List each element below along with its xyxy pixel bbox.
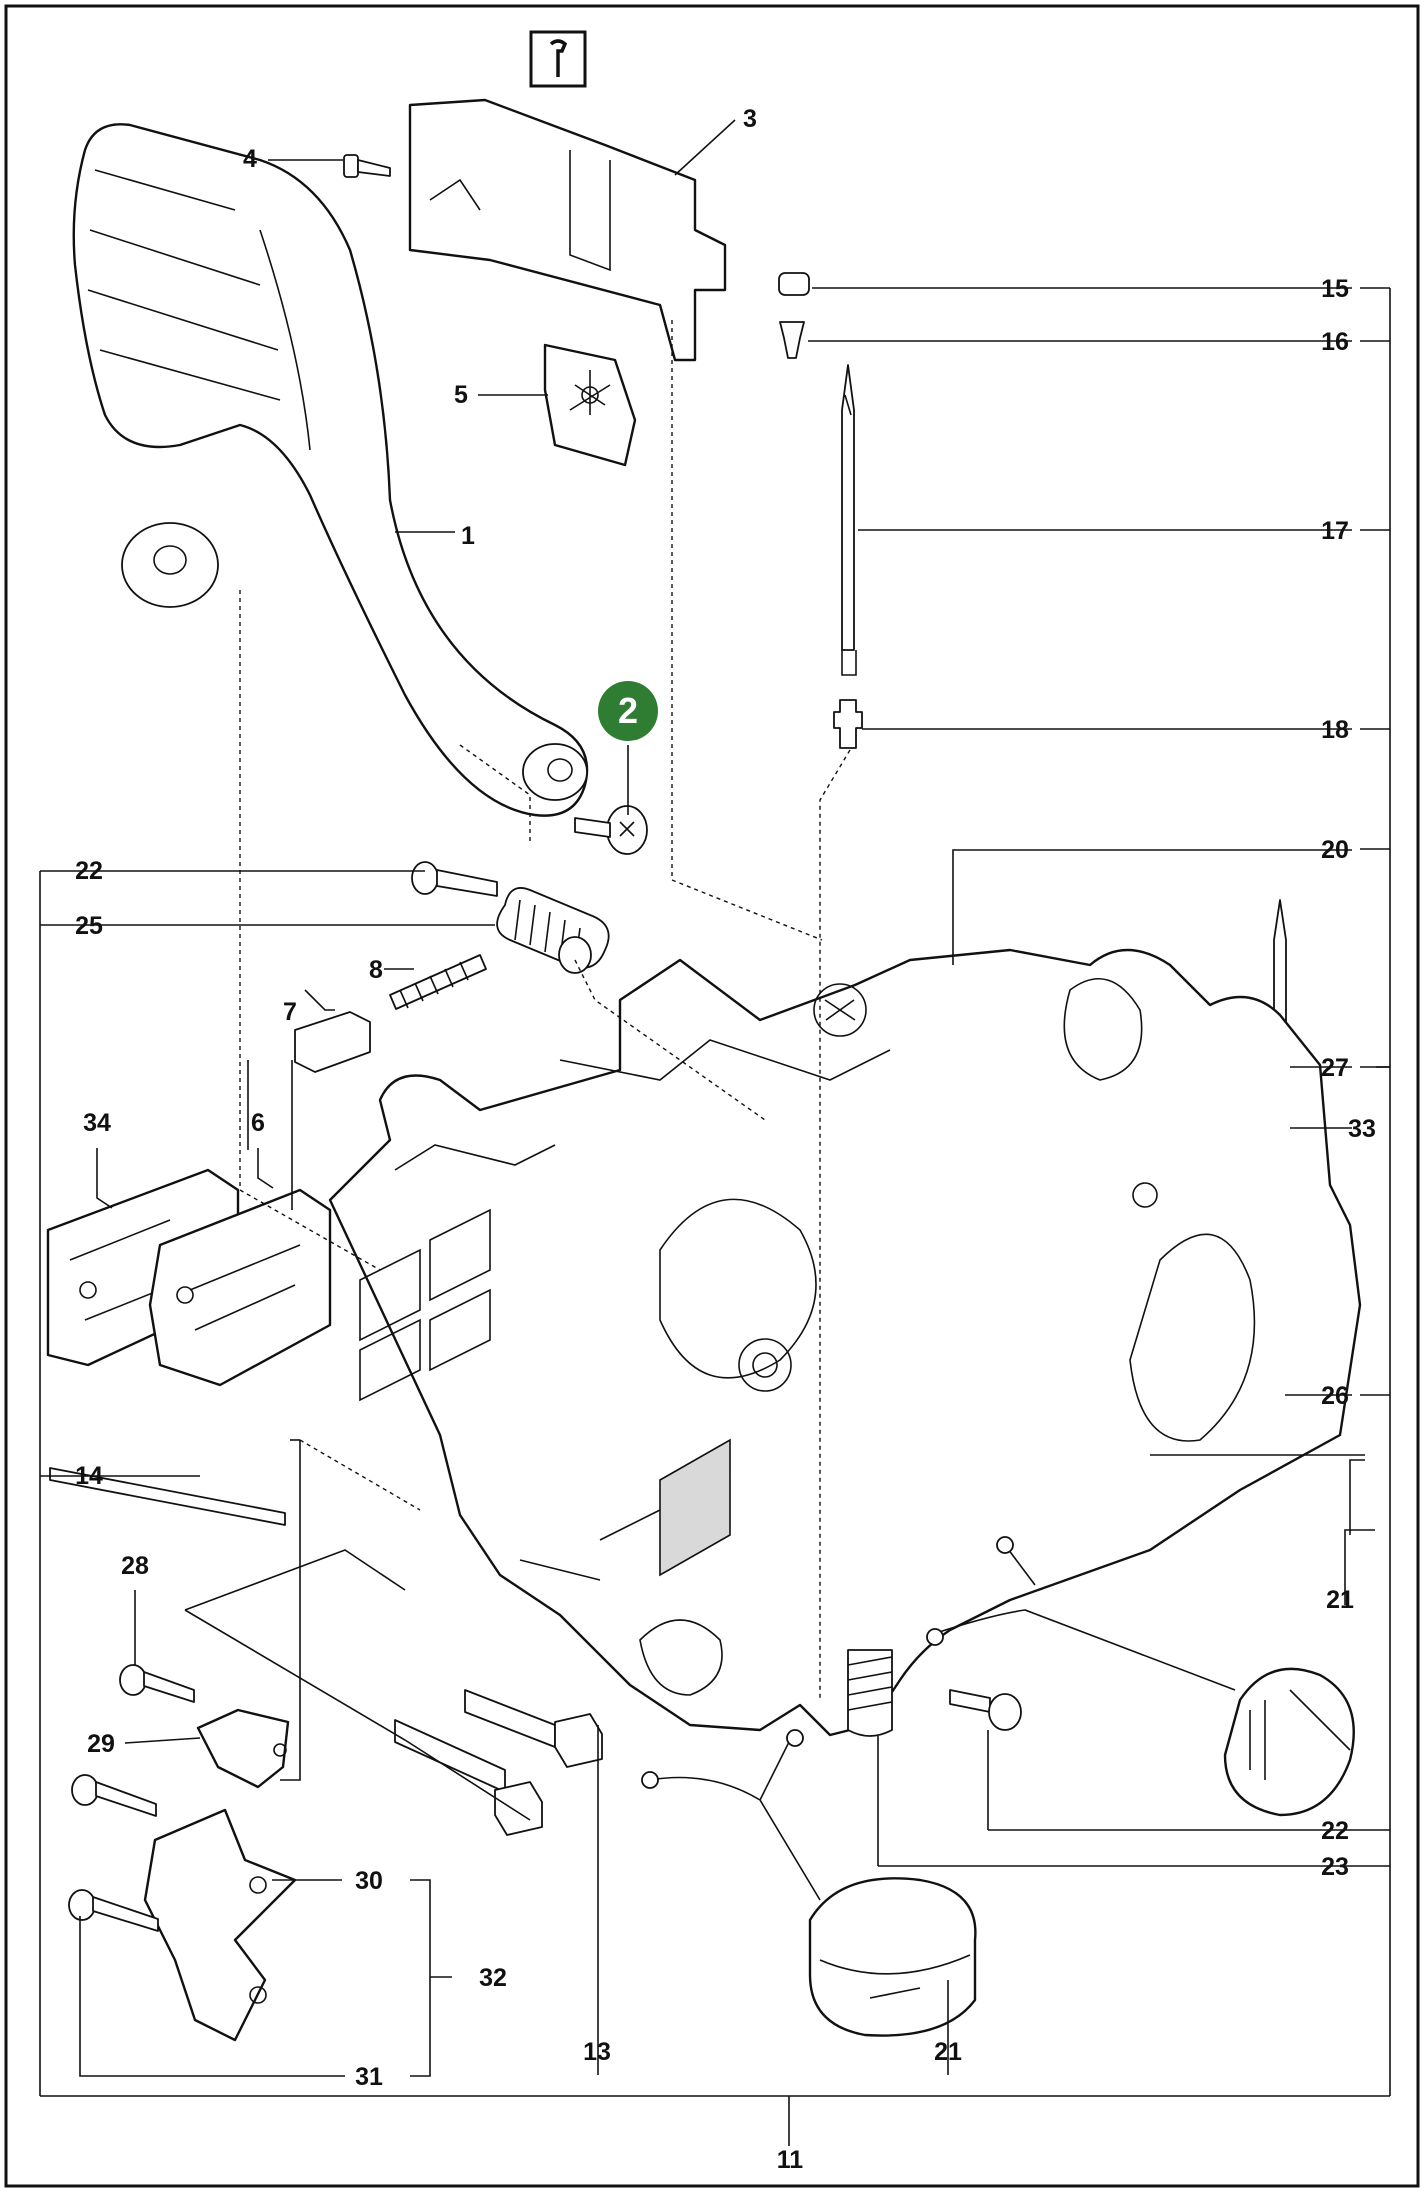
callout-1: 1 — [461, 522, 475, 550]
part-screw-2 — [574, 805, 648, 855]
callout-31: 31 — [355, 2063, 383, 2091]
callout-15: 15 — [1321, 275, 1349, 303]
callout-28: 28 — [121, 1552, 149, 1580]
part-filter-pad — [543, 343, 637, 467]
part-hose-17 — [841, 364, 857, 676]
callout-8: 8 — [369, 956, 383, 984]
callout-18: 18 — [1321, 716, 1349, 744]
callout-4: 4 — [243, 145, 257, 173]
leader-lines — [39, 119, 1391, 2146]
callout-21-bottom: 21 — [934, 2038, 962, 2066]
callout-14: 14 — [75, 1462, 103, 1490]
part-crankcase-11 — [328, 948, 1362, 1737]
callout-11: 11 — [777, 2146, 804, 2174]
part-bolts-13 — [394, 1689, 603, 1836]
step-badge: 2 — [598, 681, 658, 741]
part-connector-18 — [833, 699, 863, 749]
callout-26: 26 — [1321, 1382, 1349, 1410]
callout-13: 13 — [583, 2038, 611, 2066]
callout-labels: 1 3 4 5 6 7 8 11 13 14 15 16 17 18 20 21… — [75, 105, 1376, 2174]
callout-16: 16 — [1321, 328, 1349, 356]
part-cover-plate — [408, 98, 727, 362]
part-screw-4 — [343, 154, 391, 178]
step-badge-label: 2 — [618, 690, 638, 731]
callout-23: 23 — [1321, 1853, 1349, 1881]
callout-33: 33 — [1348, 1115, 1376, 1143]
callout-22-lower: 22 — [1321, 1817, 1349, 1845]
part-screw-22-top — [411, 861, 498, 897]
callout-30: 30 — [355, 1867, 383, 1895]
part-spring-23 — [847, 1649, 893, 1737]
callout-22-top: 22 — [75, 857, 103, 885]
callout-6: 6 — [251, 1109, 265, 1137]
part-valve-16 — [779, 321, 805, 359]
part-cap-15 — [778, 272, 810, 296]
callout-3: 3 — [743, 105, 757, 133]
part-chain-brake-handle — [72, 123, 589, 817]
part-pad-7 — [294, 1011, 371, 1073]
callout-5: 5 — [454, 381, 468, 409]
part-spring-25 — [496, 887, 610, 974]
page-frame — [4, 4, 1420, 2188]
part-spike-plate — [68, 1774, 297, 2042]
part-spring-8 — [389, 954, 487, 1010]
callout-21-right: 21 — [1326, 1586, 1354, 1614]
part-oil-cap-21-right — [926, 1536, 1355, 1817]
part-screw-28 — [119, 1664, 195, 1703]
part-catcher-29 — [196, 1708, 290, 1789]
callout-20: 20 — [1321, 836, 1349, 864]
callout-27: 27 — [1321, 1054, 1349, 1082]
callout-34: 34 — [83, 1109, 111, 1137]
dashed-guides — [239, 320, 851, 1700]
callout-17: 17 — [1321, 517, 1349, 545]
part-plate-6 — [148, 1188, 332, 1387]
part-fuel-cap-21-bottom — [641, 1729, 977, 2037]
part-screw-22-lower — [949, 1689, 1022, 1731]
callout-29: 29 — [87, 1730, 115, 1758]
wrench-icon — [529, 30, 587, 88]
callout-25: 25 — [75, 912, 103, 940]
callout-7: 7 — [283, 998, 297, 1026]
callout-32: 32 — [479, 1964, 507, 1992]
